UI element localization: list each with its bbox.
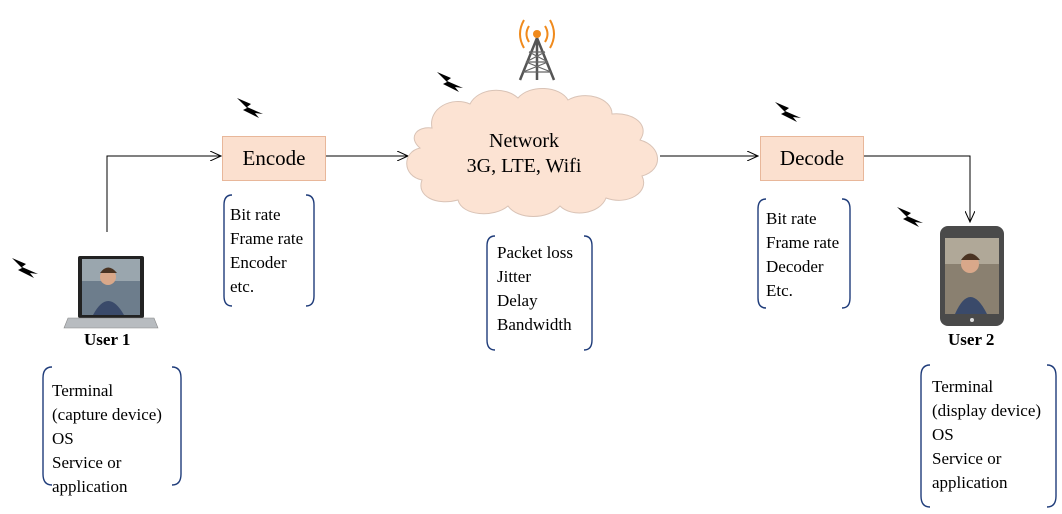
network-title: Network [489,130,559,152]
list-item: (display device) [932,401,1042,420]
list-item: Delay [497,291,538,310]
network-types: 3G, LTE, Wifi [466,155,582,177]
lightning-bolt-icon [897,207,923,227]
list-item: Terminal [932,377,994,396]
encode-box: Encode [222,136,326,181]
encode-params-list: Bit rate Frame rate Encoder etc. [230,203,303,299]
list-item: Bit rate [766,209,817,228]
list-item: Encoder [230,253,287,272]
radio-tower-icon [518,19,556,81]
lightning-bolt-icon [237,98,263,118]
lightning-bolt-icon [12,258,38,278]
list-item: etc. [230,277,255,296]
user2-details-list: Terminal (display device) OS Service or … [932,375,1041,495]
list-item: Frame rate [230,229,304,248]
list-item: Decoder [766,257,824,276]
list-item: application [932,473,1008,492]
list-item: Terminal [52,381,114,400]
encode-label: Encode [242,146,306,170]
flow-arrows [106,155,970,232]
list-item: Jitter [497,267,531,286]
list-item: application [52,477,128,496]
list-item: Bandwidth [497,315,572,334]
list-item: (capture device) [52,405,162,424]
laptop-icon [63,256,159,329]
decode-box: Decode [760,136,864,181]
list-item: OS [932,425,954,444]
lightning-bolt-icon [437,72,463,92]
decode-params-list: Bit rate Frame rate Decoder Etc. [766,207,839,303]
network-label: Network 3G, LTE, Wifi [424,129,624,179]
decode-label: Decode [779,146,845,170]
list-item: Frame rate [766,233,840,252]
list-item: Packet loss [497,243,574,262]
brace-groups [42,194,1057,508]
list-item: Service or [932,449,1002,468]
tablet-icon [940,226,1004,326]
arrow-decode-to-user2 [864,155,970,222]
list-item: OS [52,429,74,448]
lightning-bolt-icon [775,102,801,122]
user1-label: User 1 [84,330,131,349]
list-item: Service or [52,453,122,472]
user2-label: User 2 [948,330,995,349]
user1-details-list: Terminal (capture device) OS Service or … [52,379,162,499]
list-item: Etc. [766,281,793,300]
list-item: Bit rate [230,205,281,224]
arrow-user1-to-encode [106,156,221,232]
network-params-list: Packet loss Jitter Delay Bandwidth [497,241,573,337]
network-cloud [406,87,658,217]
